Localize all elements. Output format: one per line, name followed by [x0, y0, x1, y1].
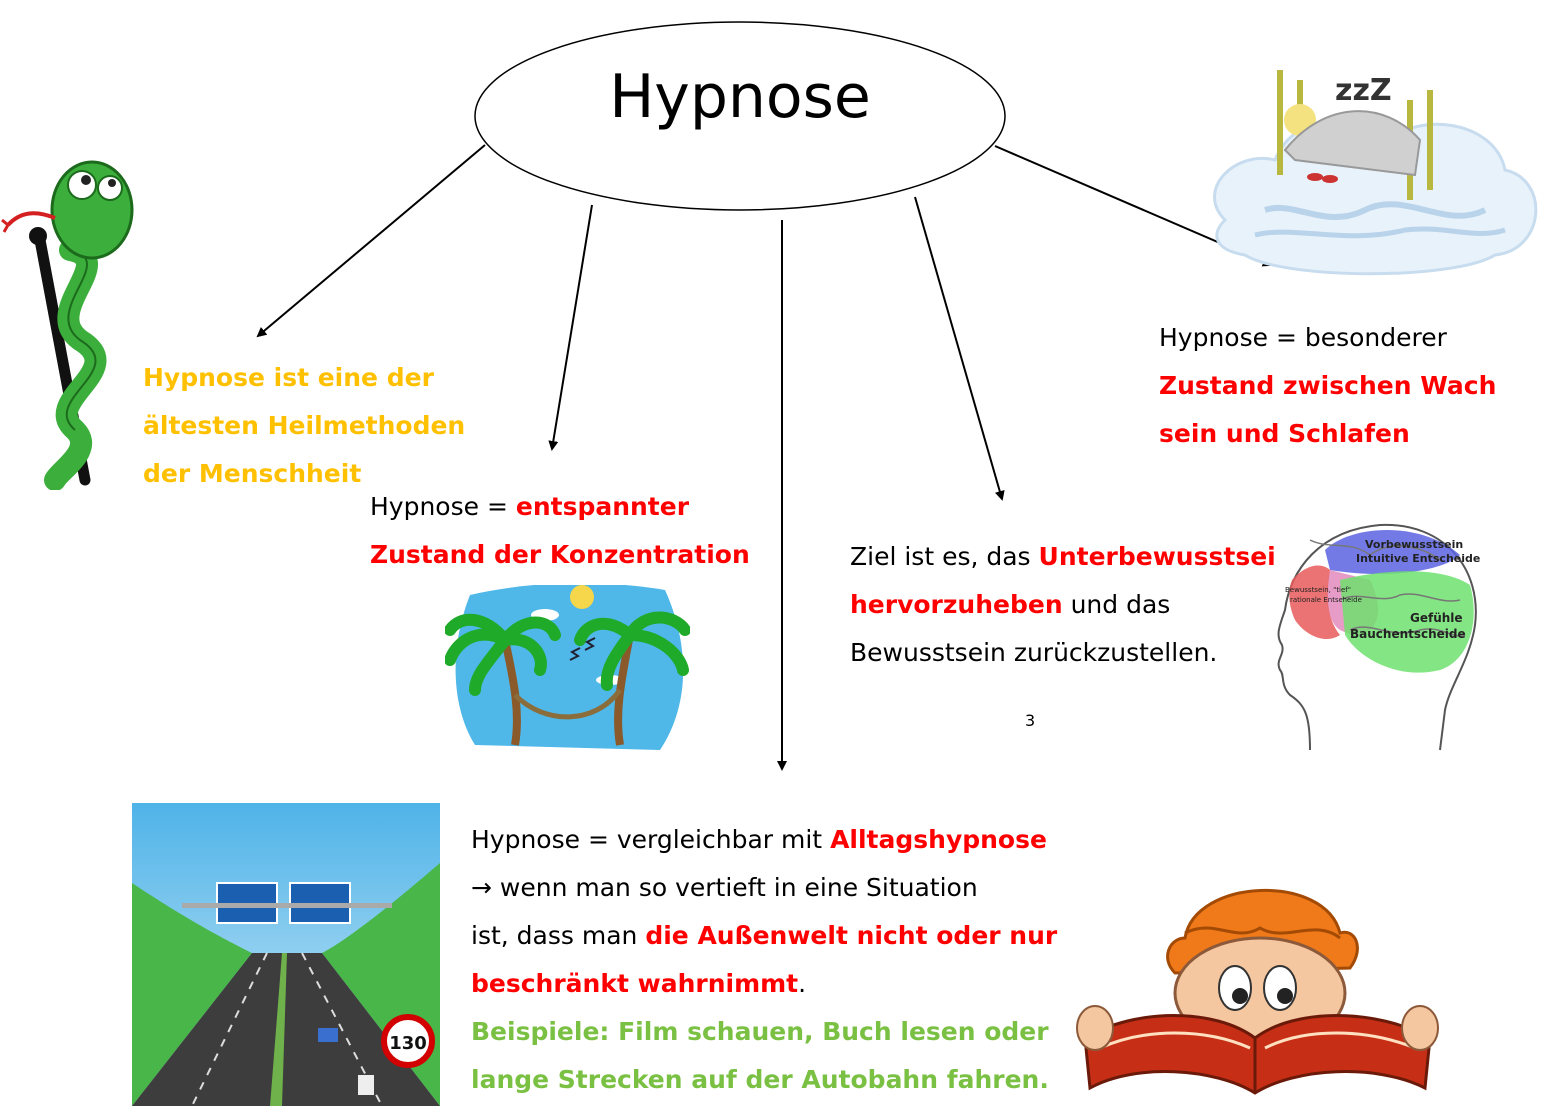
- everyday-line3-prefix: ist, dass man: [471, 921, 646, 950]
- goal-line-2: hervorzuheben und das: [850, 581, 1170, 629]
- brain-diagram-icon: Vorbewusstsein Intuitive Entscheide Bewu…: [1277, 523, 1480, 751]
- center-title: Hypnose: [609, 62, 871, 132]
- arrow-relaxed: [548, 204, 593, 451]
- highway-icon: 130: [132, 803, 440, 1106]
- hammock-palms-icon: [445, 585, 690, 753]
- everyday-highlight-3: beschränkt wahrnimmt: [471, 969, 799, 998]
- state-line-1: Hypnose = besonderer: [1159, 323, 1447, 352]
- goal-line-1: Ziel ist es, das Unterbewusstsei: [850, 533, 1276, 581]
- everyday-examples-1: Beispiele: Film schauen, Buch lesen oder: [471, 1017, 1049, 1046]
- svg-text:Intuitive Entscheide: Intuitive Entscheide: [1356, 552, 1480, 565]
- everyday-examples-2: lange Strecken auf der Autobahn fahren.: [471, 1065, 1049, 1094]
- goal-highlight-1: Unterbewusstsei: [1038, 542, 1276, 571]
- history-line-1: Hypnose ist eine der: [143, 363, 434, 392]
- center-ellipse: [474, 21, 1006, 211]
- arrow-history: [256, 144, 486, 338]
- relaxed-line-1: Hypnose = entspannter: [370, 483, 689, 531]
- svg-text:Bauchentscheide: Bauchentscheide: [1350, 627, 1466, 641]
- svg-text:130: 130: [389, 1033, 427, 1054]
- relaxed-highlight-1: entspannter: [515, 492, 690, 521]
- svg-text:Vorbewusstsein: Vorbewusstsein: [1365, 538, 1463, 551]
- everyday-highlight-1: Alltagshypnose: [830, 825, 1047, 854]
- goal-line-3: Bewusstsein zurückzustellen.: [850, 638, 1218, 667]
- everyday-suffix-4: .: [798, 969, 807, 998]
- svg-text:Gefühle: Gefühle: [1410, 611, 1463, 625]
- svg-text:rationale Entscheide: rationale Entscheide: [1290, 596, 1362, 604]
- snake-staff-icon: [1, 160, 134, 490]
- everyday-line-3: ist, dass man die Außenwelt nicht oder n…: [471, 912, 1057, 960]
- page-number: 3: [1025, 711, 1036, 730]
- everyday-prefix: Hypnose = vergleichbar mit: [471, 825, 831, 854]
- reading-boy-icon: [1076, 889, 1439, 1095]
- goal-highlight-2: hervorzuheben: [850, 590, 1063, 619]
- state-line-2: Zustand zwischen Wach: [1159, 371, 1497, 400]
- history-line-2: ältesten Heilmethoden: [143, 411, 466, 440]
- history-line-3: der Menschheit: [143, 459, 362, 488]
- everyday-line-4: beschränkt wahrnimmt.: [471, 960, 806, 1008]
- svg-text:zzZ: zzZ: [1335, 73, 1392, 108]
- everyday-line-1: Hypnose = vergleichbar mit Alltagshypnos…: [471, 816, 1047, 864]
- goal-prefix: Ziel ist es, das: [850, 542, 1039, 571]
- goal-suffix-2: und das: [1062, 590, 1171, 619]
- sleeping-cloud-icon: zzZ: [1213, 70, 1538, 276]
- everyday-highlight-2: die Außenwelt nicht oder nur: [645, 921, 1058, 950]
- everyday-line-2: → wenn man so vertieft in eine Situation: [471, 873, 978, 902]
- relaxed-prefix: Hypnose =: [370, 492, 516, 521]
- svg-text:Bewusstsein, "tief": Bewusstsein, "tief": [1285, 586, 1351, 594]
- arrow-goal: [914, 196, 1005, 501]
- state-line-3: sein und Schlafen: [1159, 419, 1410, 448]
- relaxed-line-2: Zustand der Konzentration: [370, 540, 750, 569]
